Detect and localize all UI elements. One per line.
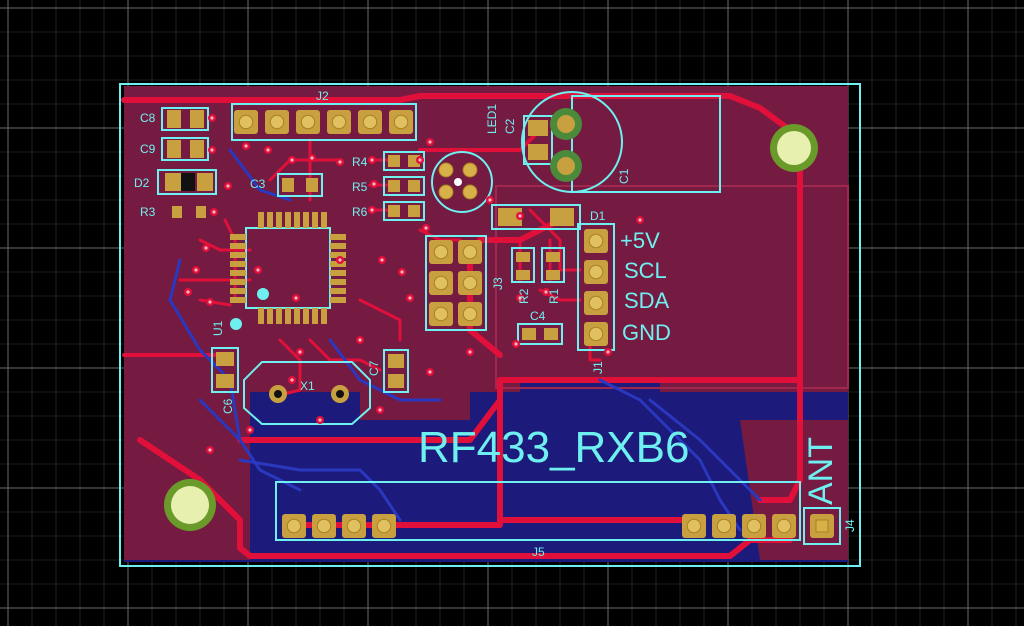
pour-frame — [495, 185, 849, 389]
designator-c1: C1 — [617, 168, 631, 184]
vias — [184, 114, 644, 454]
designator-j5: J5 — [532, 545, 545, 559]
designator-j1: J1 — [591, 361, 605, 374]
pin-label-sda: SDA — [624, 288, 670, 313]
designator-c2: C2 — [503, 118, 517, 134]
designator-led1: LED1 — [485, 104, 499, 134]
designator-d1: D1 — [590, 209, 606, 223]
silkscreen — [157, 91, 841, 545]
designator-c7: C7 — [367, 360, 381, 376]
pin-label-vcc: +5V — [620, 228, 660, 253]
labels: RF433_RXB6 ANT +5V SCL SDA GND J2 C8 C9 … — [134, 89, 857, 559]
antenna-label: ANT — [802, 437, 840, 505]
designator-j2: J2 — [316, 89, 329, 103]
board-outline — [119, 83, 861, 567]
designator-r5: R5 — [352, 180, 368, 194]
designator-r2: R2 — [517, 288, 531, 304]
designator-u1: U1 — [211, 320, 225, 336]
designator-x1: X1 — [300, 379, 315, 393]
designator-c8: C8 — [140, 111, 156, 125]
board[interactable]: RF433_RXB6 ANT +5V SCL SDA GND J2 C8 C9 … — [119, 83, 861, 567]
designator-r3: R3 — [140, 205, 156, 219]
pads — [164, 108, 834, 538]
bottom-traces — [168, 148, 762, 532]
designator-r4: R4 — [352, 155, 368, 169]
designator-r1: R1 — [547, 288, 561, 304]
designator-c6: C6 — [221, 398, 235, 414]
designator-j4: J4 — [843, 519, 857, 532]
designator-j3: J3 — [491, 277, 505, 290]
pin-label-scl: SCL — [624, 258, 667, 283]
designator-c9: C9 — [140, 142, 156, 156]
designator-r6: R6 — [352, 205, 368, 219]
top-pour-left — [124, 392, 250, 560]
designator-c4: C4 — [530, 309, 546, 323]
designator-d2: D2 — [134, 176, 150, 190]
pin-label-gnd: GND — [622, 320, 671, 345]
board-title: RF433_RXB6 — [418, 423, 689, 472]
designator-c3: C3 — [250, 177, 266, 191]
